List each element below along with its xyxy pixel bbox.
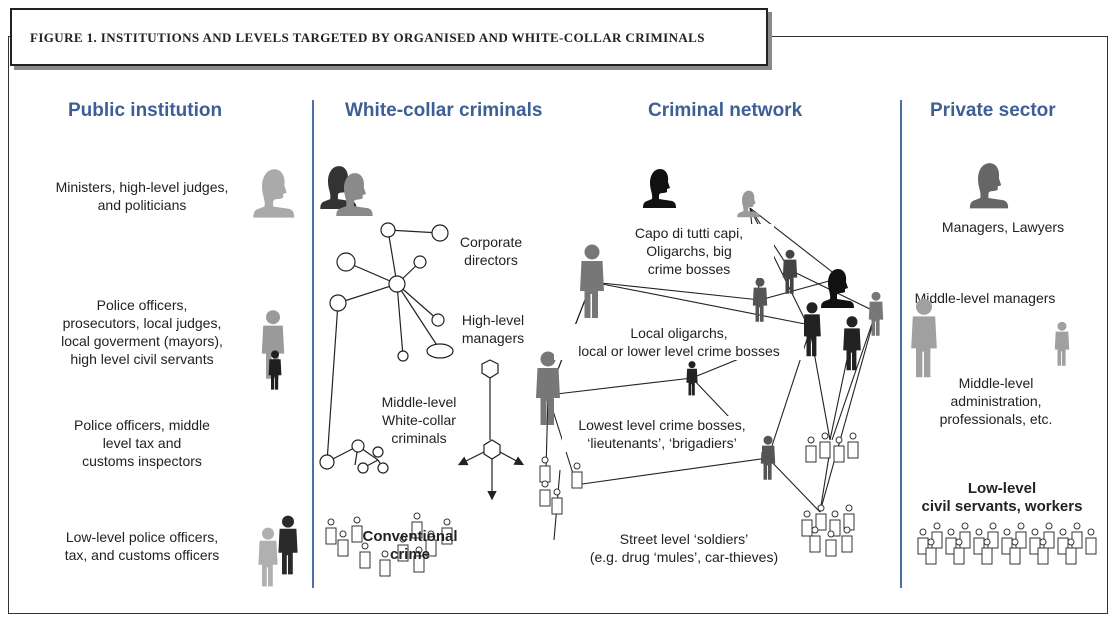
public-level-2: Police officers,prosecutors, local judge…: [61, 297, 223, 367]
big-boss-head-icon: [821, 269, 854, 308]
private-level-1: Managers, Lawyers: [941, 219, 1065, 235]
network-level-2: Local oligarchs,local or lower level cri…: [554, 324, 804, 360]
figure-title-box: FIGURE 1. INSTITUTIONS AND LEVELS TARGET…: [10, 8, 768, 66]
boss-silhouette-icon: [737, 190, 760, 218]
column-divider-1: [312, 100, 314, 588]
white-collar-network: [319, 222, 454, 474]
white-collar-heads-icon: [320, 166, 373, 216]
network-level-4: Street level ‘soldiers’(e.g. drug ‘mules…: [589, 531, 779, 565]
public-level-2-person-icon: [261, 310, 285, 390]
private-manager-head-icon: [969, 163, 1009, 209]
figure-title: FIGURE 1. INSTITUTIONS AND LEVELS TARGET…: [30, 30, 705, 45]
heading-criminal-network: Criminal network: [648, 100, 803, 121]
workers-crowd-icon: [917, 522, 1097, 565]
public-level-1: Ministers, high-level judges,and politic…: [55, 179, 229, 213]
private-admin-icon: [1054, 321, 1070, 366]
heading-white-collar-criminals: White-collar criminals: [345, 100, 543, 121]
hexagon-arrow-icon: [457, 359, 525, 501]
column-divider-2: [900, 100, 902, 588]
network-level-3: Lowest level crime bosses,‘lieutenants’,…: [562, 416, 762, 452]
heading-public-institution: Public institution: [68, 100, 223, 121]
boss-head-icon: [643, 169, 676, 208]
heading-private-sector: Private sector: [930, 100, 1056, 121]
private-level-2: Middle-level managers: [914, 290, 1056, 306]
public-level-1-head-icon: [253, 169, 295, 218]
public-level-4-person-icons: [258, 515, 298, 587]
private-middle-manager-icon: [911, 298, 937, 378]
public-level-4: Low-level police officers,tax, and custo…: [64, 529, 220, 563]
